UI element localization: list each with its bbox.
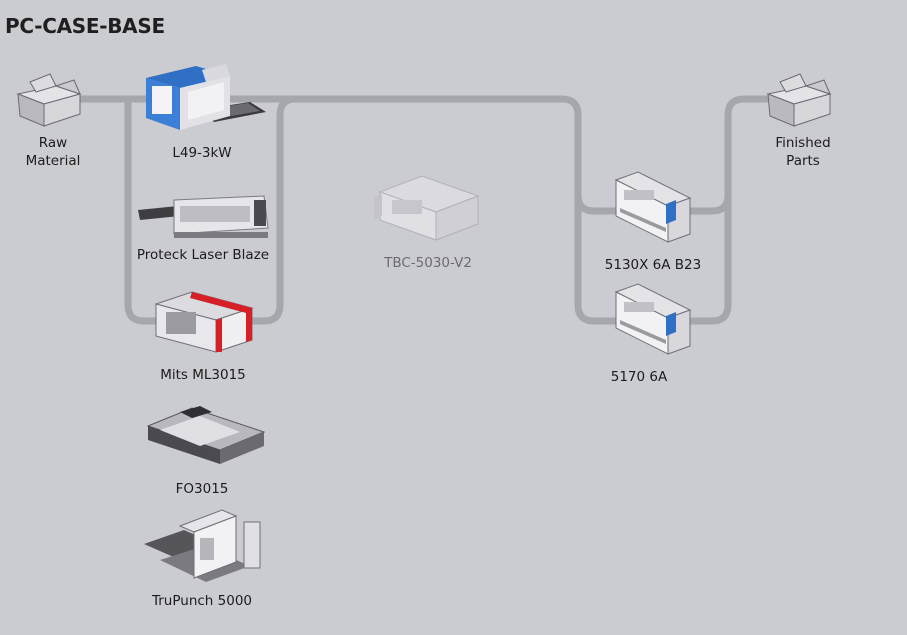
page-title: PC-CASE-BASE — [5, 14, 165, 38]
route-cutter-branch-left — [124, 95, 184, 325]
node-finished-parts[interactable]: Finished Parts — [760, 68, 850, 173]
laser-machine-icon — [146, 406, 266, 464]
laser-cutter-gray-icon — [138, 195, 269, 238]
node-fo3015[interactable]: FO3015 — [140, 402, 268, 504]
route-split-to-5170 — [574, 191, 634, 325]
bin-icon — [766, 73, 832, 127]
punch-machine-icon — [144, 509, 261, 582]
node-raw-material[interactable]: Raw Material — [10, 68, 100, 173]
route-5170-to-finished — [681, 191, 732, 325]
node-tbc-5030-v2[interactable]: TBC-5030-V2 — [370, 170, 486, 280]
bin-icon — [16, 73, 82, 127]
route-b23-to-finished — [681, 95, 794, 215]
node-label: FO3015 — [175, 481, 229, 497]
node-proteck-laser-blaze[interactable]: Proteck Laser Blaze — [134, 190, 274, 270]
node-label: 5130X 6A B23 — [604, 257, 702, 273]
node-label: Proteck Laser Blaze — [136, 247, 270, 263]
node-5130x-6a-b23[interactable]: 5130X 6A B23 — [600, 168, 706, 274]
press-brake-icon — [614, 171, 692, 243]
node-trupunch-5000[interactable]: TruPunch 5000 — [140, 508, 268, 614]
node-label-line2: Material — [25, 153, 81, 169]
press-brake-icon — [614, 283, 692, 355]
node-label: TruPunch 5000 — [151, 593, 252, 609]
node-label-line1: Raw — [38, 135, 68, 151]
node-label: 5170 6A — [610, 369, 668, 385]
press-brake-disabled-icon — [374, 175, 480, 241]
node-label: L49-3kW — [172, 145, 232, 161]
node-l49-3kw[interactable]: L49-3kW — [140, 58, 268, 168]
node-label: TBC-5030-V2 — [384, 255, 472, 271]
node-5170-6a[interactable]: 5170 6A — [600, 280, 706, 386]
node-label-line2: Parts — [786, 153, 820, 169]
laser-cutter-red-icon — [154, 291, 254, 353]
node-label: Mits ML3015 — [160, 367, 246, 383]
laser-cutter-blue-icon — [146, 64, 266, 130]
node-label-line1: Finished — [775, 135, 831, 151]
node-mits-ml3015[interactable]: Mits ML3015 — [146, 286, 264, 386]
